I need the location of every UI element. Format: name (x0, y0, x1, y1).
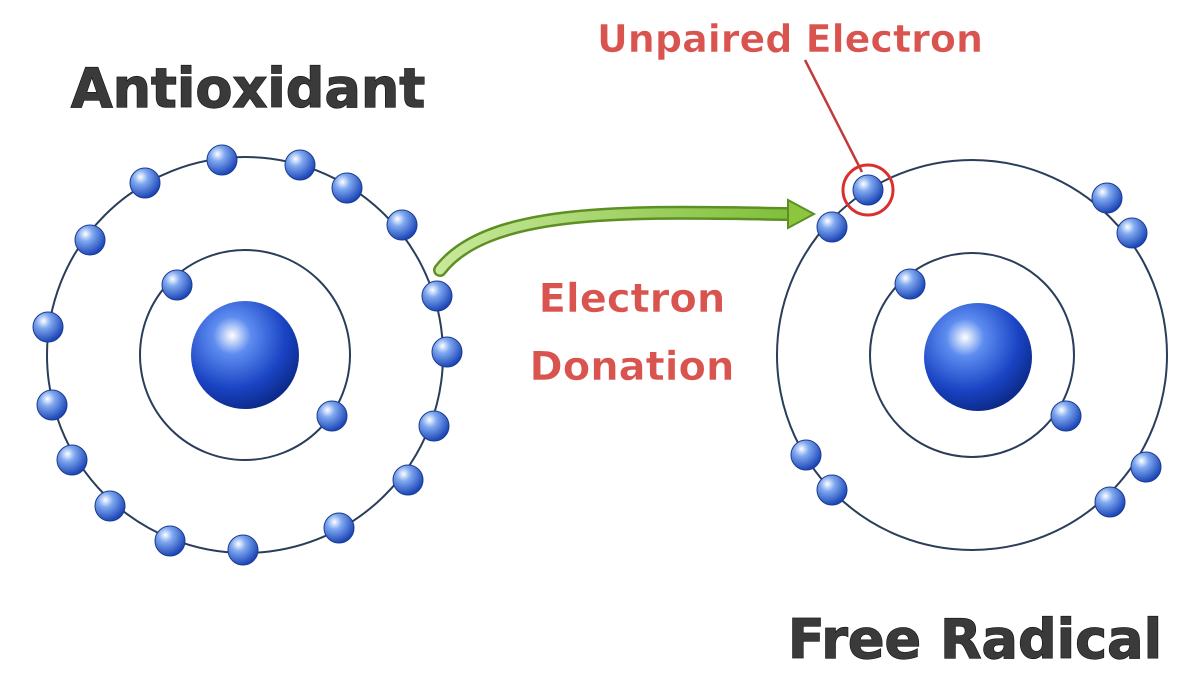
antioxidant-outer-electron (206, 144, 238, 176)
free-radical-electrons (790, 174, 1162, 518)
free-radical-outer-orbit (776, 159, 1168, 551)
free-radical-inner-orbit (869, 252, 1075, 458)
antioxidant-outer-electron (386, 209, 418, 241)
free-radical-outer-electron (790, 439, 822, 471)
free-radical-outer-electron (1116, 217, 1148, 249)
antioxidant-outer-electron (32, 311, 64, 343)
antioxidant-outer-electron (284, 149, 316, 181)
antioxidant-outer-electron (421, 280, 453, 312)
antioxidant-inner-orbit (139, 249, 351, 461)
antioxidant-outer-electron (36, 389, 68, 421)
free-radical-outer-electron (816, 211, 848, 243)
antioxidant-label: Antioxidant (71, 57, 425, 120)
free-radical-inner-electron (894, 268, 926, 300)
electron-donation-arrow (433, 198, 817, 277)
unpaired-electron-label: Unpaired Electron (597, 17, 983, 61)
free-radical-outer-electron (1130, 451, 1162, 483)
free-radical-outer-electron (1094, 486, 1126, 518)
antioxidant-outer-electron (94, 490, 126, 522)
antioxidant-outer-electron (227, 534, 259, 566)
unpaired-electron-highlight-ring (841, 163, 895, 217)
free-radical-label: Free Radical (788, 608, 1162, 671)
antioxidant-inner-electron (161, 269, 193, 301)
antioxidant-outer-electron (418, 410, 450, 442)
antioxidant-outer-electron (154, 525, 186, 557)
free-radical-inner-electron (1050, 400, 1082, 432)
antioxidant-atom (32, 144, 463, 566)
free-radical-outer-electron (816, 474, 848, 506)
antioxidant-outer-electron (331, 172, 363, 204)
electron-donation-label-line1: Electron (539, 276, 726, 322)
electron-donation-label-line2: Donation (530, 344, 735, 390)
antioxidant-outer-electron (392, 464, 424, 496)
antioxidant-nucleus (191, 301, 299, 409)
antioxidant-outer-electron (323, 512, 355, 544)
unpaired-electron-callout (803, 59, 895, 217)
antioxidant-outer-electron (431, 336, 463, 368)
antioxidant-outer-electron (56, 444, 88, 476)
free-radical-nucleus (924, 303, 1032, 411)
antioxidant-outer-electron (74, 224, 106, 256)
unpaired-electron (852, 174, 884, 206)
antioxidant-electrons (32, 144, 463, 566)
antioxidant-outer-electron (129, 167, 161, 199)
free-radical-atom (776, 159, 1168, 551)
free-radical-outer-electron (1091, 182, 1123, 214)
antioxidant-inner-electron (316, 400, 348, 432)
unpaired-electron-pointer (803, 59, 864, 173)
